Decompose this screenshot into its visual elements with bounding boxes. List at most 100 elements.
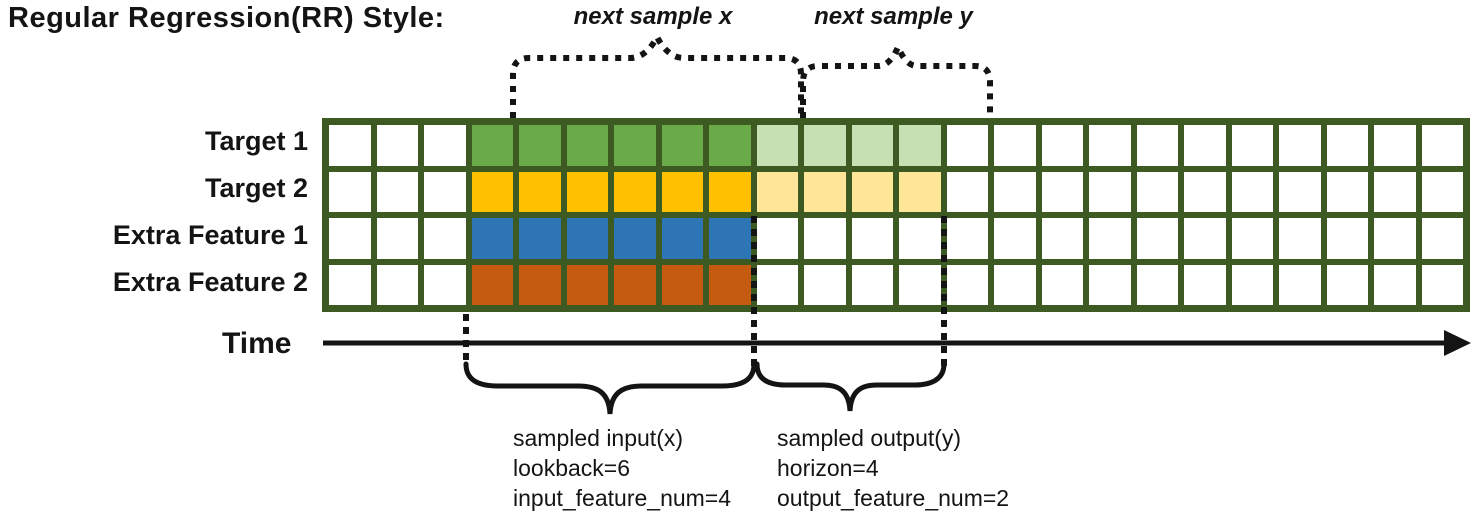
grid-cell: [614, 171, 656, 212]
grid-cell: [1089, 171, 1131, 212]
sampled-input-title: sampled input(x): [513, 425, 684, 451]
grid-cell: [424, 125, 466, 166]
grid-cell: [519, 264, 561, 305]
grid-cell: [1089, 218, 1131, 259]
grid-cell: [946, 264, 988, 305]
grid-cell: [899, 264, 941, 305]
grid-cell: [994, 171, 1036, 212]
grid-cell: [946, 218, 988, 259]
grid-cell: [1041, 264, 1083, 305]
grid-cell: [994, 125, 1036, 166]
sampled-output-annotation: sampled output(y) horizon=4 output_featu…: [777, 423, 1009, 513]
grid-cell: [1184, 125, 1226, 166]
time-axis-label: Time: [222, 327, 292, 360]
grid-cell: [1326, 171, 1368, 212]
grid-cell: [1041, 171, 1083, 212]
grid-cell: [899, 171, 941, 212]
grid-cell: [1136, 171, 1178, 212]
next-sample-y-label: next sample y: [814, 3, 973, 30]
grid-cell: [1374, 125, 1416, 166]
sample-grid: [322, 118, 1470, 312]
grid-cell: [519, 125, 561, 166]
sampled-output-brace: [754, 361, 947, 412]
grid-cell: [1326, 264, 1368, 305]
grid-cell: [1041, 125, 1083, 166]
grid-cell: [1136, 264, 1178, 305]
grid-cell: [1326, 125, 1368, 166]
grid-cell: [329, 171, 371, 212]
grid-cell: [329, 218, 371, 259]
grid-cell: [661, 218, 703, 259]
grid-cell: [1421, 264, 1463, 305]
grid-cell: [614, 125, 656, 166]
grid-cell: [1326, 218, 1368, 259]
grid-cell: [329, 264, 371, 305]
grid-cell: [519, 218, 561, 259]
grid-cell: [471, 264, 513, 305]
grid-cell: [994, 218, 1036, 259]
grid-cell: [1231, 264, 1273, 305]
grid-cell: [1184, 264, 1226, 305]
grid-cell: [1421, 171, 1463, 212]
grid-cell: [709, 264, 751, 305]
grid-cell: [376, 264, 418, 305]
grid-cell: [424, 171, 466, 212]
grid-cell: [376, 171, 418, 212]
grid-cell: [376, 218, 418, 259]
grid-cell: [614, 264, 656, 305]
sampled-input-brace: [463, 361, 757, 415]
grid-cell: [756, 218, 798, 259]
grid-cell: [661, 125, 703, 166]
grid-cell: [471, 218, 513, 259]
sampled-output-title: sampled output(y): [777, 425, 962, 451]
lookback-value: lookback=6: [513, 455, 630, 481]
grid-cell: [471, 125, 513, 166]
grid-cell: [1231, 125, 1273, 166]
grid-cell: [851, 125, 893, 166]
input-feature-num: input_feature_num=4: [513, 485, 732, 511]
grid-cell: [1374, 264, 1416, 305]
grid-cell: [614, 218, 656, 259]
grid-cell: [804, 171, 846, 212]
row-label-target-1: Target 1: [204, 126, 308, 156]
grid-cell: [804, 264, 846, 305]
grid-cell: [661, 171, 703, 212]
grid-cell: [376, 125, 418, 166]
next-sample-x-label: next sample x: [573, 3, 733, 30]
grid-cell: [424, 218, 466, 259]
grid-cell: [899, 125, 941, 166]
next-sample-x-brace: [510, 30, 804, 118]
row-label-extra-feature-1: Extra Feature 1: [112, 220, 308, 250]
grid-cell: [709, 171, 751, 212]
grid-cell: [946, 125, 988, 166]
diagram-title: Regular Regression(RR) Style:: [8, 2, 445, 34]
grid-cell: [709, 218, 751, 259]
grid-cell: [946, 171, 988, 212]
grid-cell: [804, 218, 846, 259]
grid-cell: [1421, 125, 1463, 166]
grid-cell: [709, 125, 751, 166]
time-axis-arrowhead: [1444, 330, 1471, 356]
grid-cell: [756, 125, 798, 166]
horizon-value: horizon=4: [777, 455, 879, 481]
sampled-input-annotation: sampled input(x) lookback=6 input_featur…: [513, 423, 731, 513]
grid-cell: [851, 264, 893, 305]
grid-cell: [851, 171, 893, 212]
grid-cell: [1136, 125, 1178, 166]
next-sample-y-brace: [800, 39, 993, 118]
grid-cell: [994, 264, 1036, 305]
grid-cell: [851, 218, 893, 259]
grid-cell: [661, 264, 703, 305]
grid-cell: [1279, 125, 1321, 166]
grid-cell: [1041, 218, 1083, 259]
grid-cell: [329, 125, 371, 166]
grid-cell: [519, 171, 561, 212]
grid-cell: [1279, 171, 1321, 212]
grid-cell: [1231, 171, 1273, 212]
grid-cell: [756, 264, 798, 305]
grid-cell: [756, 171, 798, 212]
grid-cell: [1279, 264, 1321, 305]
output-feature-num: output_feature_num=2: [777, 485, 1010, 511]
